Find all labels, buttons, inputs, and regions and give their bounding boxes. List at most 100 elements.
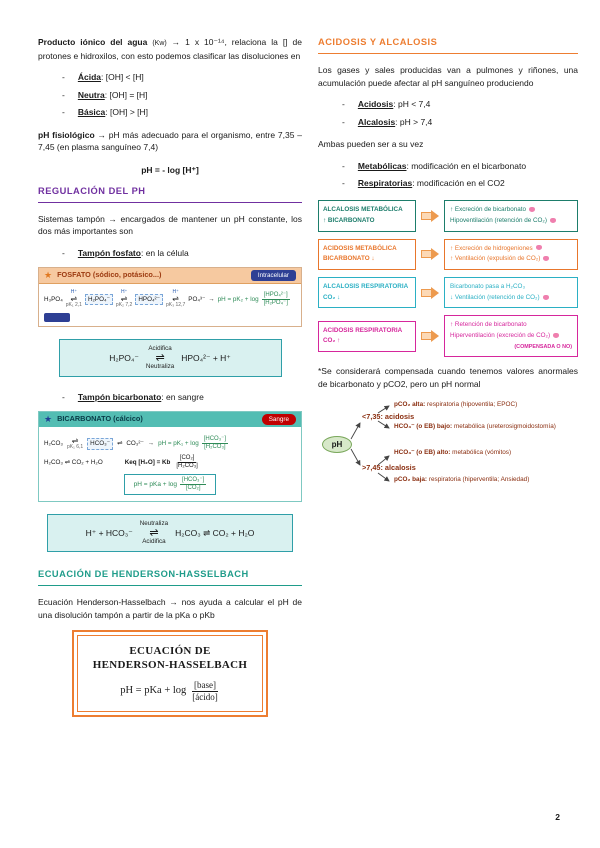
compensation-box: Bicarbonato pasa a H₂CO₃ ↓ Ventilación (… <box>444 277 578 309</box>
compensation-line: ↑ Retención de bicarbonato <box>450 321 527 329</box>
bullet-dash: - <box>342 161 345 172</box>
arrow-icon: → <box>147 440 155 448</box>
henderson-mini-box: pH = pKa + log [HCO₃⁻] [CO₂] <box>123 473 217 496</box>
compensation-line: ↓ Ventilación (retención de CO₂) <box>450 293 540 301</box>
compensation-line: Hipoventilación (retención de CO₂) <box>450 216 547 224</box>
ph-fisiologico-rest: → pH más adecuado para el organismo, ent… <box>38 129 302 153</box>
species-po4: PO₄³⁻ <box>188 295 206 303</box>
fraction-denominator: [CO₂] <box>185 485 201 492</box>
fosfato-equilibrium-box: H₂PO₄⁻ Acidifica ⇌ Neutraliza HPO₄²⁻ + H… <box>58 339 282 377</box>
compensation-line: ↑ Ventilación (expulsión de CO₂) <box>450 255 541 263</box>
compensation-diagram: ALCALOSIS METABÓLICA ↑ BICARBONATO ↑ Exc… <box>318 200 578 357</box>
compensation-line: ↑ Excreción de bicarbonato <box>450 206 526 214</box>
list-item: - Acidosis: pH < 7,4 <box>342 98 578 111</box>
condition-name: ALCALOSIS RESPIRATORIA <box>323 283 409 290</box>
pk2-label: pK₂ 7,2 <box>115 302 133 309</box>
acidifica-label: Acidifica <box>142 537 166 545</box>
eq-rhs: HPO₄²⁻ + H⁺ <box>181 352 231 363</box>
lungs-icon <box>543 256 550 262</box>
table-row: ALCALOSIS RESPIRATORIA CO₂ ↓ Bicarbonato… <box>318 277 578 309</box>
condition-box: ALCALOSIS METABÓLICA ↑ BICARBONATO <box>318 200 416 232</box>
compensada-footnote: *Se considerará compensada cuando tenemo… <box>318 366 578 389</box>
ph-node: pH <box>322 435 352 453</box>
arrow-icon: → <box>208 295 215 303</box>
henderson-equation-box: ECUACIÓN DE HENDERSON-HASSELBACH pH = pK… <box>72 630 268 718</box>
pk1-label: pK₁ 6,1 <box>67 444 84 451</box>
list-item: - Ácida: [OH] < [H] <box>62 71 302 84</box>
acidosis-branch-label: <7,35: acidosis <box>362 411 415 421</box>
eq-rhs: H₂CO₃ ⇌ CO₂ + H₂O <box>175 527 255 538</box>
tree-leaf: HCO₃⁻ (o EB) bajo: metabólica (ureterosi… <box>394 423 580 431</box>
condition-name: ACIDOSIS RESPIRATORIA <box>323 326 403 334</box>
bullet-dash: - <box>62 106 65 117</box>
right-arrow-icon <box>421 209 439 222</box>
basica-term: Básica <box>77 106 106 117</box>
keq-expression: Keq [H₂O] = Kb <box>124 458 171 466</box>
harpoon-icon: ⇌ <box>172 294 179 304</box>
compensation-line: ↑ Excreción de hidrogeniones <box>450 244 533 252</box>
list-item: - Alcalosis: pH > 7,4 <box>342 116 578 129</box>
metabolicas-value: : modificación en el bicarbonato <box>406 161 527 172</box>
ph-decision-tree: pH <7,35: acidosis >7,45: alcalosis pCO₂… <box>320 401 580 499</box>
bicarbonato-figure-title: BICARBONATO (cálcico) <box>57 413 143 423</box>
neutra-term: Neutra <box>77 89 105 100</box>
acida-value: : [OH] < [H] <box>101 72 144 83</box>
pk3-label: pK₃ 12,7 <box>165 302 186 309</box>
bullet-dash: - <box>342 178 345 189</box>
eq-lhs: H₂PO₄⁻ <box>109 352 139 363</box>
eq-lhs: H⁺ + HCO₃⁻ <box>85 527 133 538</box>
harpoon-icon: ⇌ <box>120 294 128 304</box>
species-hpo4: HPO₄²⁻ <box>135 293 163 306</box>
tree-leaf: pCO₂ baja: respiratoria (hiperventila; A… <box>394 476 580 484</box>
leaf-term: HCO₃⁻ (o EB) bajo: <box>394 422 453 430</box>
two-column-layout: Producto iónico del agua (Kw) → 1 x 10⁻¹… <box>38 36 580 718</box>
formula-fraction: [HCO₃⁻] [H₂CO₃] <box>201 436 228 451</box>
condition-change: CO₂ ↑ <box>323 337 341 345</box>
labelled-equilibrium-arrow: Acidifica ⇌ Neutraliza <box>146 346 174 370</box>
acidosis-alcalosis-heading: ACIDOSIS Y ALCALOSIS <box>318 36 578 54</box>
intracelular-badge: Intracelular <box>250 269 296 282</box>
droplet-icon <box>535 245 542 251</box>
leaf-term: pCO₂ baja: <box>394 475 428 483</box>
bicarbonato-figure-body: H₂CO₃ ⇌ pK₁ 6,1 HCO₃⁻ ⇌ CO₃²⁻ → pH = pK₁… <box>39 427 301 501</box>
leaf-term: HCO₃⁻ (o EB) alto: <box>394 448 451 456</box>
phosphate-ph-formula: pH = pK₂ + log [HPO₄²⁻] [H₂PO₄⁻] <box>218 292 290 307</box>
pk1-label: pK₁ 2,1 <box>65 302 82 309</box>
labelled-equilibrium-arrow: Neutraliza ⇌ Acidifica <box>139 520 169 545</box>
list-item: - Metabólicas: modificación en el bicarb… <box>342 160 578 173</box>
regulacion-heading: REGULACIÓN DEL PH <box>38 185 302 203</box>
ph-log-formula: pH = - log [H⁺] <box>141 165 199 175</box>
species-h3po4: H₃PO₄ <box>44 295 63 303</box>
acid-neutral-basic-list: - Ácida: [OH] < [H] - Neutra: [OH] = [H]… <box>38 71 302 118</box>
kw-label: (Kw) <box>152 40 167 47</box>
formula-lhs: pH = pK₁ + log <box>158 440 199 448</box>
tampon-bicarbonato-rest: : en sangre <box>161 391 204 402</box>
bicarbonato-equilibrium-box: H⁺ + HCO₃⁻ Neutraliza ⇌ Acidifica H₂CO₃ … <box>47 514 293 552</box>
neutraliza-label: Neutraliza <box>139 520 169 528</box>
equilibrium-arrow: ⇌ pK₁ 6,1 <box>67 437 83 450</box>
alcalosis-term: Alcalosis <box>357 116 396 127</box>
ph-fisiologico-bold: pH fisiológico <box>38 129 95 140</box>
alcalosis-branch-label: >7,45: alcalosis <box>362 462 416 472</box>
species-co3: CO₃²⁻ <box>126 440 144 448</box>
table-row: ALCALOSIS METABÓLICA ↑ BICARBONATO ↑ Exc… <box>318 200 578 232</box>
metabolica-respiratoria-list: - Metabólicas: modificación en el bicarb… <box>318 160 578 190</box>
right-arrow-icon <box>421 286 439 299</box>
harpoon-icon: ⇌ <box>70 294 78 304</box>
harpoon-icon: ⇌ <box>117 440 123 448</box>
bullet-dash: - <box>342 99 345 110</box>
released-proton: H⁺ <box>172 289 179 296</box>
compensation-line: Bicarbonato pasa a H₂CO₃ <box>450 283 526 290</box>
formula-fraction: [HCO₃⁻] [CO₂] <box>180 477 207 492</box>
ph-fisiologico-paragraph: pH fisiológico → pH más adecuado para el… <box>38 129 302 155</box>
acidosis-term: Acidosis <box>357 99 394 110</box>
page-number: 2 <box>555 812 560 823</box>
right-arrow-icon <box>421 330 439 343</box>
equilibrium-arrow: H⁺ ⇌ pK₂ 7,2 <box>116 290 132 308</box>
lungs-icon <box>542 294 549 300</box>
fosfato-figure-header: ★ FOSFATO (sódico, potásico...) Intracel… <box>39 267 301 285</box>
tree-leaf: HCO₃⁻ (o EB) alto: metabólica (vómitos) <box>394 449 580 457</box>
fraction-numerator: [CO₂] <box>177 455 197 463</box>
fraction-numerator: [HCO₃⁻] <box>201 436 228 445</box>
tree-leaf: pCO₂ alta: respiratoria (hipoventila; EP… <box>394 401 580 409</box>
